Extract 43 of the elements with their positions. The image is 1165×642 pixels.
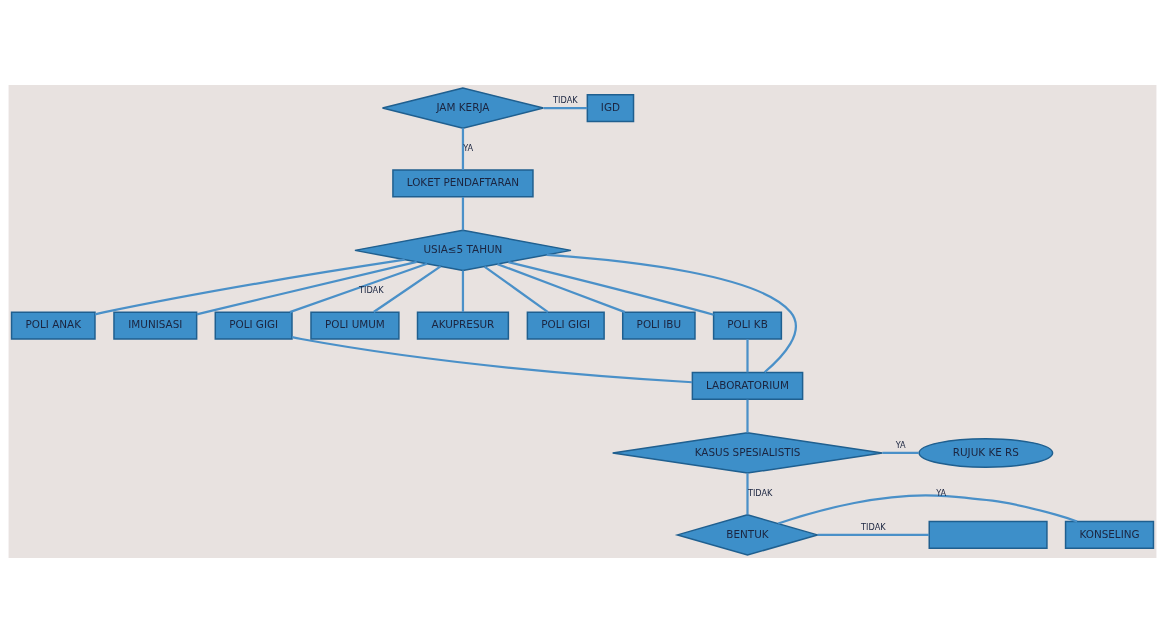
node-box: LABORATORIUM (691, 371, 804, 400)
connector (817, 533, 930, 536)
connector (746, 338, 749, 372)
connector (461, 270, 465, 312)
node-box: AKUPRESUR (416, 310, 510, 340)
edge-label: TIDAK (861, 521, 886, 532)
connector (543, 106, 588, 109)
node-ellipse: RUJUK KE RS (918, 437, 1054, 468)
connector (483, 265, 549, 313)
node-box: POLI UMUM (310, 310, 400, 340)
connector (546, 253, 797, 373)
node-box: POLI ANAK (10, 310, 96, 340)
connector (289, 262, 428, 313)
edge-label: TIDAK (553, 94, 578, 105)
connector (196, 260, 417, 316)
node-box: KONSELING (1064, 520, 1155, 549)
connector (373, 264, 442, 313)
connector (497, 262, 626, 313)
edge-label: TIDAK (747, 487, 773, 498)
node-box: POLI KB (712, 310, 783, 340)
node-box: POLI GIGI (214, 310, 293, 340)
connector (777, 493, 1078, 525)
connector (508, 260, 714, 316)
node-diamond: KASUS SPESIALISTIS (611, 431, 884, 474)
node-box: LOKET PENDAFTARAN (392, 168, 534, 197)
edge-label: YA (895, 439, 906, 450)
edge-label: TIDAK (359, 284, 384, 295)
node-diamond: JAM KERJA (381, 86, 545, 129)
connector (461, 127, 465, 170)
node-box: IGD (586, 93, 635, 122)
connector (746, 399, 749, 433)
node-box: POLI GIGI (526, 310, 605, 340)
connector (291, 335, 693, 383)
connector (746, 472, 749, 515)
node-box: IMUNISASI (113, 310, 198, 340)
node-box: POLI IBU (621, 310, 696, 340)
connector (94, 258, 405, 315)
connector (882, 451, 919, 454)
edge-label: YA (936, 487, 947, 498)
connector (461, 196, 465, 230)
node-box (928, 520, 1048, 549)
node-diamond: BENTUK (674, 513, 821, 556)
node-diamond: USIA≤5 TAHUN (354, 229, 572, 271)
